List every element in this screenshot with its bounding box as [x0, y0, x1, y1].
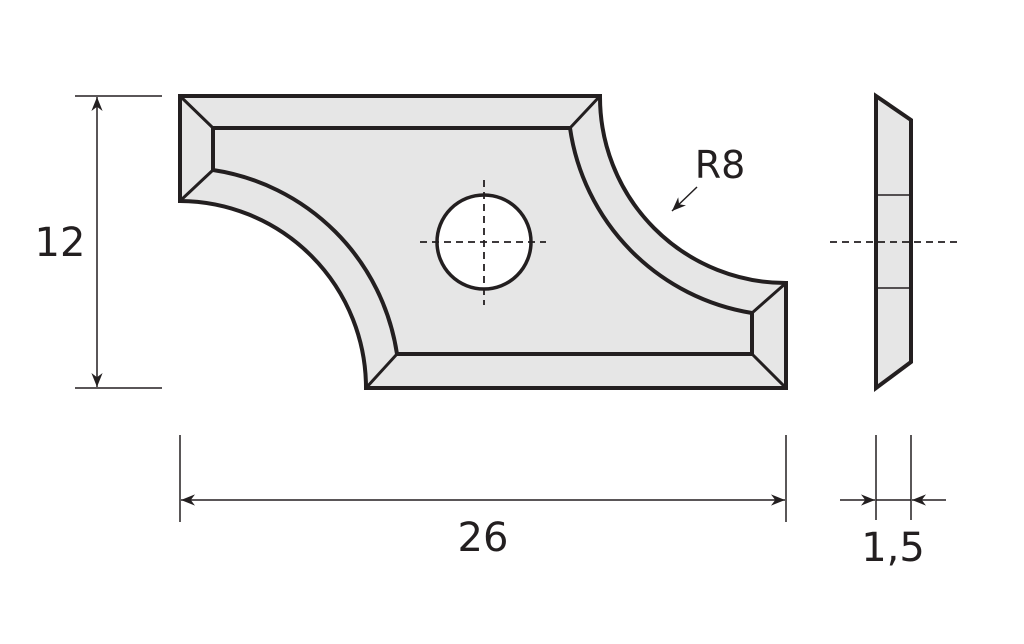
- radius-label: R8: [695, 143, 746, 187]
- insert-front-view: [178, 94, 788, 390]
- hole-centerlines: [420, 180, 546, 305]
- thickness-label: 1,5: [861, 525, 925, 571]
- width-dimension: [179, 435, 787, 522]
- bevel-lines: [178, 94, 788, 390]
- radius-arrow: [671, 186, 698, 212]
- width-label: 26: [458, 515, 509, 561]
- insert-side-view: [830, 92, 958, 392]
- thickness-dimension: [840, 435, 946, 520]
- height-label: 12: [35, 220, 86, 266]
- height-dimension: [75, 95, 162, 389]
